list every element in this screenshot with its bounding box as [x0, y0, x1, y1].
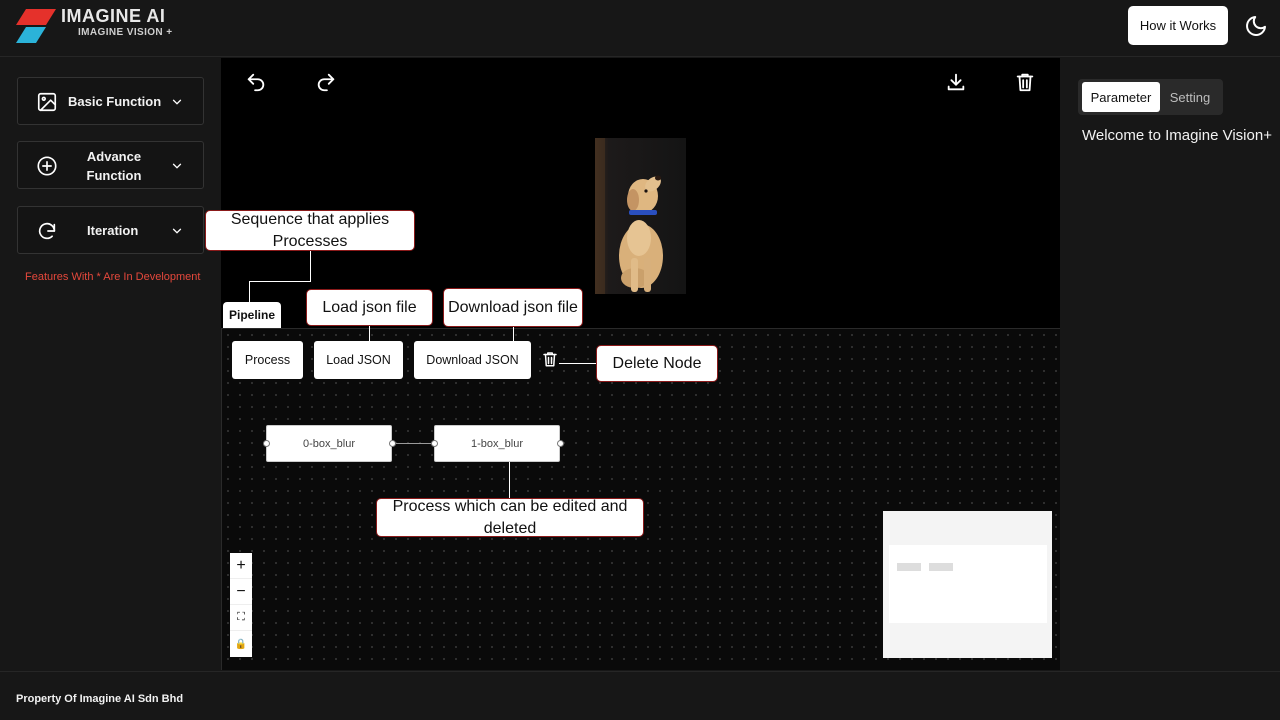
pipeline-node[interactable]: 0-box_blur — [266, 425, 392, 462]
sidebar-item-label: Basic Function — [68, 94, 162, 109]
callout-line — [249, 281, 311, 282]
tab-parameter[interactable]: Parameter — [1082, 82, 1160, 112]
tab-pipeline[interactable]: Pipeline — [223, 302, 281, 328]
app-footer: Property Of Imagine AI Sdn Bhd — [0, 671, 1280, 720]
node-output-handle[interactable] — [389, 440, 396, 447]
callout-line — [509, 462, 510, 499]
fit-view-button[interactable]: ⛶ — [230, 605, 252, 631]
zoom-controls: + − ⛶ 🔒 — [230, 553, 252, 657]
callout-line — [559, 363, 596, 364]
minimap-node — [897, 563, 921, 571]
node-edge — [392, 443, 435, 444]
pipeline-node[interactable]: 1-box_blur — [434, 425, 560, 462]
callout-process: Process which can be edited and deleted — [376, 498, 644, 537]
development-note: Features With * Are In Development — [25, 271, 201, 283]
chevron-down-icon — [172, 99, 182, 105]
sidebar-item-advance-function[interactable]: Advance Function — [17, 141, 204, 189]
welcome-text: Welcome to Imagine Vision+ — [1082, 127, 1272, 144]
minimap-viewport — [889, 545, 1047, 623]
footer-text: Property Of Imagine AI Sdn Bhd — [16, 693, 184, 705]
plus-circle-icon — [37, 156, 57, 176]
process-button[interactable]: Process — [232, 341, 303, 379]
node-input-handle[interactable] — [263, 440, 270, 447]
download-json-button[interactable]: Download JSON — [414, 341, 531, 379]
callout-delete-node: Delete Node — [596, 345, 718, 382]
chevron-down-icon — [172, 228, 182, 234]
node-output-handle[interactable] — [557, 440, 564, 447]
zoom-in-button[interactable]: + — [230, 553, 252, 579]
tab-setting[interactable]: Setting — [1169, 89, 1211, 105]
app-header: IMAGINE AI IMAGINE VISION + How it Works — [0, 0, 1280, 57]
chevron-down-icon — [172, 163, 182, 169]
moon-icon[interactable] — [1244, 14, 1268, 38]
callout-download-json: Download json file — [443, 288, 583, 327]
image-icon — [37, 92, 57, 112]
zoom-out-button[interactable]: − — [230, 579, 252, 605]
callout-line — [310, 250, 311, 281]
brand-name: IMAGINE AI — [61, 6, 166, 26]
callout-sequence: Sequence that applies Processes — [205, 210, 415, 251]
loop-icon — [38, 222, 56, 240]
delete-node-icon[interactable] — [541, 350, 559, 368]
load-json-button[interactable]: Load JSON — [314, 341, 403, 379]
trash-icon[interactable] — [1014, 71, 1036, 93]
callout-load-json: Load json file — [306, 289, 433, 326]
how-it-works-button[interactable]: How it Works — [1128, 6, 1228, 45]
puppy-photo — [595, 138, 686, 294]
download-icon[interactable] — [945, 71, 967, 93]
minimap-node — [929, 563, 953, 571]
right-panel-tabs: Parameter Setting — [1078, 79, 1223, 115]
node-input-handle[interactable] — [431, 440, 438, 447]
callout-line — [369, 325, 370, 342]
callout-line — [249, 281, 250, 303]
puppy-illustration — [595, 138, 686, 294]
callout-line — [513, 326, 514, 342]
imagine-ai-logo — [16, 9, 56, 43]
undo-icon[interactable] — [245, 71, 267, 93]
lock-button[interactable]: 🔒 — [234, 638, 248, 650]
redo-icon[interactable] — [315, 71, 337, 93]
sidebar-item-basic-function[interactable]: Basic Function — [17, 77, 204, 125]
sidebar-item-label: Advance Function — [86, 149, 142, 183]
sidebar-item-label: Iteration — [87, 223, 139, 238]
brand-subtitle: IMAGINE VISION + — [78, 27, 173, 38]
sidebar-item-iteration[interactable]: Iteration — [17, 206, 204, 254]
minimap[interactable] — [883, 511, 1052, 658]
